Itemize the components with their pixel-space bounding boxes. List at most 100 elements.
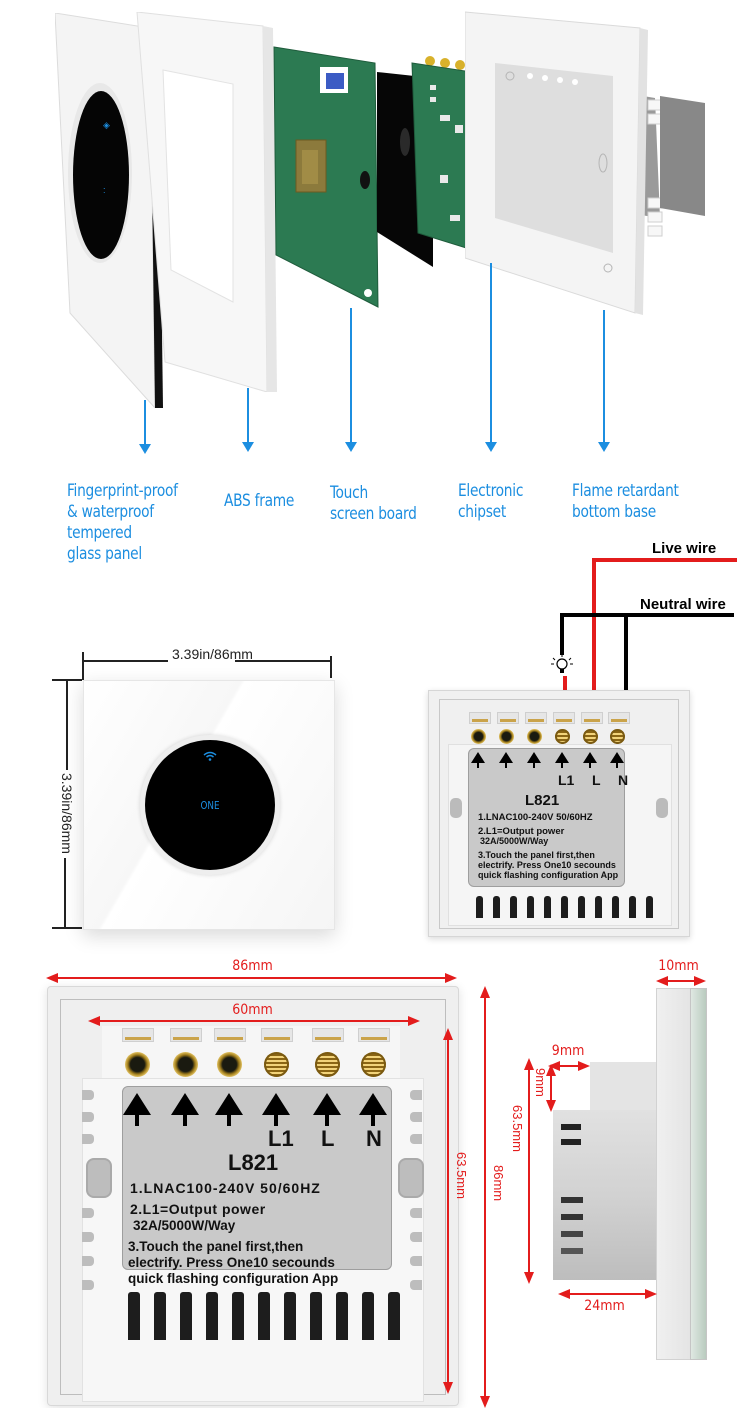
terminal-label-l1: L1: [558, 772, 575, 788]
pointer-touch-board: [345, 308, 357, 452]
spec-3-line2-large: electrify. Press One10 secounds: [128, 1255, 335, 1270]
inner-width-line: [92, 1020, 412, 1022]
terminal-slot: [525, 712, 547, 724]
mount-hole-large-right: [398, 1158, 424, 1198]
terminal-slot: [553, 712, 575, 724]
back-plate-dimensions: 86mm 60mm L1 L N L821 1.LNAC100-240V 50/…: [20, 950, 506, 1408]
switch-panel: ONE: [83, 680, 335, 930]
spec-1-small: 1.LNAC100-240V 50/60HZ: [478, 812, 593, 823]
side-vent: [561, 1139, 581, 1145]
body-depth-line: [562, 1293, 652, 1295]
vent-slot: [510, 896, 517, 918]
side-vent-slot: [410, 1280, 422, 1290]
terminal-arrow-stem: [325, 1114, 329, 1126]
inner-height-arrow-up: [443, 1028, 453, 1040]
inner-width-arrow-left: [88, 1016, 100, 1026]
terminal-label-l: L: [592, 772, 601, 788]
terminal-arrow-icon: [471, 752, 485, 763]
glass-panel-illustration: ◈ :: [54, 12, 165, 410]
side-vent-slot: [410, 1112, 422, 1122]
terminal-arrow-stem: [371, 1114, 375, 1126]
side-vent-slot: [82, 1280, 94, 1290]
side-vent-slot: [82, 1090, 94, 1100]
inner-height-line: [447, 1034, 449, 1386]
vent-slot: [206, 1292, 218, 1340]
terminal-slot: [469, 712, 491, 724]
terminal-slot: [122, 1028, 154, 1042]
live-wire: [592, 558, 737, 562]
vent-slot: [476, 896, 483, 918]
side-height-arrow-down: [524, 1272, 534, 1284]
side-vent-slot: [410, 1134, 422, 1144]
exploded-view: ◈ :: [0, 0, 750, 580]
label-touch-board: Touch screen board: [330, 483, 417, 524]
side-vent-slot: [410, 1256, 422, 1266]
label-abs-frame: ABS frame: [224, 491, 295, 511]
terminal-arrow-icon: [171, 1093, 199, 1115]
terminal-arrow-stem: [135, 1114, 139, 1126]
terminal-arrow-stem: [274, 1114, 278, 1126]
terminal-arrow-stem: [533, 762, 535, 768]
side-height-line: [528, 1064, 530, 1276]
side-vent: [561, 1214, 583, 1220]
step-height-label: 9mm: [533, 1068, 548, 1097]
spec-3-line1-small: 3.Touch the panel first,then: [478, 850, 595, 860]
inner-height-arrow-down: [443, 1382, 453, 1394]
vent-slot: [388, 1292, 400, 1340]
vent-slot: [128, 1292, 140, 1340]
vent-slot: [578, 896, 585, 918]
terminal-arrow-icon: [359, 1093, 387, 1115]
terminal-arrow-icon: [262, 1093, 290, 1115]
terminal-arrow-stem: [589, 762, 591, 768]
vent-slot: [544, 896, 551, 918]
label-chipset: Electronic chipset: [458, 481, 524, 522]
height-dim-tick-top: [52, 679, 82, 681]
outer-height-arrow-up: [480, 986, 490, 998]
body-depth-arrow-right: [645, 1289, 657, 1299]
panel-depth-label: 10mm: [658, 958, 699, 974]
spec-2-line1-large: 2.L1=Output power: [130, 1201, 266, 1217]
mount-hole-left: [450, 798, 462, 818]
terminal-slot: [608, 712, 630, 724]
vent-slot: [258, 1292, 270, 1340]
terminal-label-n-large: N: [366, 1126, 382, 1151]
neutral-wire-drop-n: [624, 613, 628, 713]
model-number-small: L821: [525, 792, 560, 809]
width-dim-label: 3.39in/86mm: [172, 646, 253, 662]
spec-2-line1-small: 2.L1=Output power: [478, 826, 565, 837]
terminal-screw: [499, 729, 514, 744]
pointer-chipset: [485, 263, 497, 452]
terminal-screw: [315, 1052, 340, 1077]
width-dim-tick-right: [330, 656, 332, 678]
outer-width-line: [50, 977, 450, 979]
spec-3-line1-large: 3.Touch the panel first,then: [128, 1239, 304, 1254]
vent-slot: [232, 1292, 244, 1340]
height-dim-label: 3.39in/86mm: [59, 773, 75, 854]
height-dim-line-bottom: [64, 858, 66, 928]
panel-depth-arrow-left: [656, 976, 668, 986]
side-height-arrow-up: [524, 1058, 534, 1070]
spec-3-line3-large: quick flashing configuration App: [128, 1271, 339, 1286]
height-dim-tick-bottom: [52, 927, 82, 929]
spec-1-large: 1.LNAC100-240V 50/60HZ: [130, 1180, 321, 1196]
outer-width-arrow-right: [445, 973, 457, 983]
pointer-glass-panel: [139, 400, 151, 454]
live-wire-drop: [592, 558, 596, 713]
step-width-arrow-right: [578, 1061, 590, 1071]
terminal-arrow-icon: [610, 752, 624, 763]
terminal-slot: [170, 1028, 202, 1042]
svg-text:◈: ◈: [103, 120, 110, 130]
touch-button[interactable]: ONE: [145, 740, 275, 870]
body-depth-label: 24mm: [584, 1298, 625, 1314]
outer-width-arrow-left: [46, 973, 58, 983]
neutral-wire-label: Neutral wire: [640, 596, 726, 613]
vent-slot: [612, 896, 619, 918]
width-dim-tick-left: [82, 652, 84, 680]
side-vent-slot: [82, 1232, 94, 1242]
side-glass: [690, 988, 707, 1360]
step-height-line: [550, 1068, 552, 1106]
terminal-arrow-icon: [313, 1093, 341, 1115]
terminal-arrow-icon: [527, 752, 541, 763]
wiring-diagram: Live wire Neutral wire L1 L N L821 1.LNA…: [420, 530, 750, 940]
label-bottom-base: Flame retardant bottom base: [572, 481, 679, 522]
